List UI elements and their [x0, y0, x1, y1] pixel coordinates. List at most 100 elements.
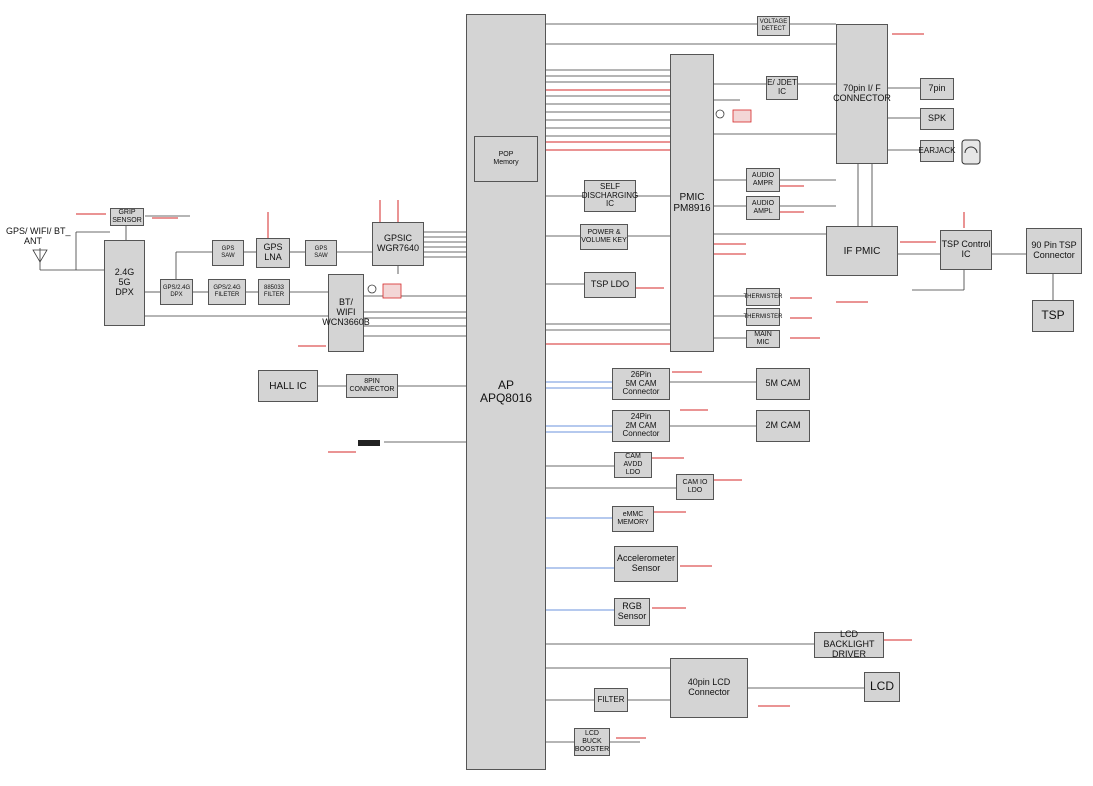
cam-io-ldo-label-1: CAM IO [682, 479, 708, 487]
accelerometer-block: Accelerometer Sensor [614, 546, 678, 582]
earjack-block: EARJACK [918, 140, 956, 162]
voltage-detect-label-1: VOLTAGE [759, 19, 788, 26]
cam2-connector-block: 24Pin 2M CAM Connector [612, 410, 670, 442]
gps-lna-label-1: GPS [263, 242, 283, 253]
connector-8pin-label-1: 8PIN [364, 378, 380, 386]
cam5-connector-label-1: 26Pin [630, 369, 652, 379]
lcd-backlight-label-2: DRIVER [831, 648, 866, 659]
lcd-buck-label-1: LCD BUCK [582, 730, 602, 746]
lcd-filter-label: FILTER [597, 694, 625, 704]
bt-wifi-label-1: BT/ WIFI [336, 297, 356, 318]
cam-io-ldo-label-2: LDO [687, 487, 703, 494]
if-pmic-block: IF PMIC [826, 226, 898, 276]
hall-ic-block: HALL IC [258, 370, 318, 402]
rgb-sensor-block: RGB Sensor [614, 598, 650, 626]
oscillator-package [732, 109, 752, 123]
gps-saw-2-label-2: SAW [314, 253, 328, 259]
audio-ampr-block: AUDIO AMPR [746, 168, 780, 192]
connector-8pin-label-2: CONNECTOR [349, 386, 395, 393]
bt-wifi-block: BT/ WIFI WCN3660B [322, 274, 370, 352]
accelerometer-label-1: Accelerometer [616, 553, 676, 564]
ap-label-1: AP [497, 377, 514, 392]
tsp-connector-label-1: 90 Pin TSP [1031, 240, 1077, 251]
gps-saw-2-label-1: GPS [314, 246, 328, 253]
cam-avdd-ldo-label-2: LDO [625, 468, 641, 476]
cam2-label: 2M CAM [765, 420, 801, 431]
voltage-detect-label-2: DETECT [761, 26, 786, 32]
gps-ic-block: GPSIC WGR7640 [372, 222, 424, 266]
if-pmic-label: IF PMIC [843, 245, 881, 257]
gps-ic-label-1: GPSIC [383, 233, 412, 244]
pop-memory-label-2: Memory [493, 159, 519, 166]
connector-70pin-label-1: 70pin I/ F [843, 83, 881, 94]
audio-ampl-label-2: AMPL [753, 208, 773, 215]
filter-885033-label-2: FILTER [263, 292, 285, 298]
gps-ic-label-2: WGR7640 [376, 243, 420, 253]
lcd-block: LCD [864, 672, 900, 702]
tsp-control-block: TSP Control IC [940, 230, 992, 270]
self-discharging-block: SELF DISCHARGING IC [581, 180, 639, 212]
bt-wifi-label-2: WCN3660B [322, 316, 370, 327]
grip-sensor-block: GRIP SENSOR [110, 208, 144, 226]
pmic-label-2: PM8916 [673, 203, 711, 214]
antenna-label: GPS/ WIFI/ BT_ ANT [6, 226, 76, 247]
filter-885033-block: 885033 FILTER [258, 279, 290, 305]
tsp-label: TSP [1041, 308, 1065, 323]
emmc-block: eMMC MEMORY [612, 506, 654, 532]
antenna-icon [32, 249, 48, 263]
self-discharging-label-2: DISCHARGING [581, 190, 639, 200]
accelerometer-label-2: Sensor [631, 563, 661, 573]
dpx-main-label-1: 2.4G [114, 267, 135, 278]
gps-saw-1-block: GPS SAW [212, 240, 244, 266]
audio-ampl-label-1: AUDIO [751, 200, 775, 208]
main-mic-block: MAIN MIC [746, 330, 780, 348]
cam-avdd-ldo-label-1: CAM AVDD [623, 453, 643, 469]
gps-24-filter-label-1: GPS/2.4G [213, 285, 241, 292]
cam-avdd-ldo-block: CAM AVDD LDO [614, 452, 652, 478]
thermister-2-label: THERMISTER [743, 313, 783, 320]
tsp-connector-label-2: Connector [1033, 250, 1075, 260]
dpx-main-label-3: DPX [115, 286, 134, 297]
ap-block: AP APQ8016 [466, 14, 546, 770]
tsp-ldo-block: TSP LDO [584, 272, 636, 298]
gps-24-filter-block: GPS/2.4G FILETER [208, 279, 246, 305]
antenna-label-line2: ANT [24, 236, 42, 247]
rgb-sensor-label-2: Sensor [617, 611, 647, 621]
audio-ampl-block: AUDIO AMPL [746, 196, 780, 220]
self-discharging-label-1: SELF [599, 181, 620, 191]
ear-jdet-block: E/ JDET IC [766, 76, 798, 100]
ear-jdet-label-2: IC [778, 87, 786, 96]
gps-24-dpx-block: GPS/2.4G DPX [160, 279, 193, 305]
crystal-package [382, 283, 402, 299]
cam2-connector-label-2: 2M CAM [625, 420, 657, 430]
power-volume-label-1: POWER & [587, 229, 621, 237]
power-volume-label-2: VOLUME KEY [581, 237, 627, 244]
pin7-label: 7pin [928, 83, 946, 94]
crystal-icon [367, 284, 377, 294]
hall-ic-label: HALL IC [269, 380, 307, 392]
lcd-backlight-label-1: LCD BACKLIGHT [823, 629, 875, 650]
power-volume-block: POWER & VOLUME KEY [580, 224, 628, 250]
rgb-sensor-label-1: RGB [622, 601, 642, 612]
dpx-main-label-2: 5G [118, 277, 131, 288]
antenna-label-line1: GPS/ WIFI/ BT_ [6, 226, 71, 236]
cam2-connector-label-1: 24Pin [630, 411, 652, 421]
gps-24-dpx-label-1: GPS/2.4G [162, 285, 191, 292]
gps-lna-block: GPS LNA [256, 238, 290, 268]
main-mic-label: MAIN MIC [754, 331, 772, 346]
gps-saw-1-label-2: SAW [221, 253, 235, 259]
gps-24-filter-label-2: FILETER [214, 292, 240, 298]
lcd-label: LCD [869, 679, 894, 694]
pop-memory-label-1: POP [498, 151, 514, 159]
emmc-label: eMMC MEMORY [617, 511, 649, 526]
voltage-detect-block: VOLTAGE DETECT [757, 16, 790, 36]
tflash-slot [358, 440, 380, 446]
cam5-connector-block: 26Pin 5M CAM Connector [612, 368, 670, 400]
tsp-ldo-label: TSP LDO [590, 279, 630, 290]
filter-885033-label-1: 885033 [263, 285, 285, 292]
earjack-label: EARJACK [918, 145, 956, 155]
lcd-connector-label-1: 40pin LCD [687, 677, 731, 688]
thermister-1-block: THERMISTER [744, 288, 783, 306]
